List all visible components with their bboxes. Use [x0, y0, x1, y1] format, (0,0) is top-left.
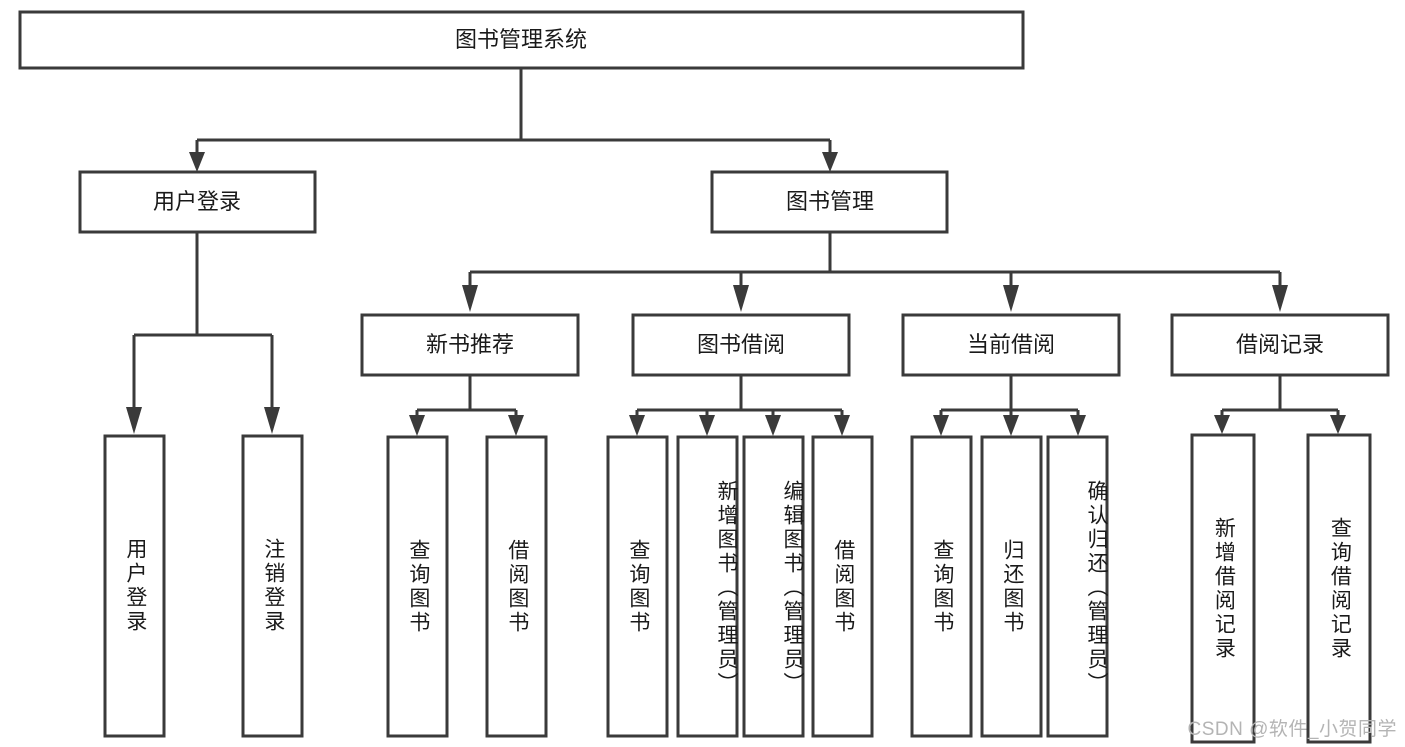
arrow-leaf-borrow-book-1 [508, 415, 524, 436]
node-root[interactable]: 图书管理系统 [18, 10, 1025, 70]
node-user-login[interactable]: 用户登录 [78, 170, 317, 234]
arrow-leaf-user-login [126, 407, 142, 434]
arrow-leaf-confirm-return [1070, 415, 1086, 436]
node-leaf-borrow-book-1-box[interactable] [485, 435, 548, 738]
node-borrow-record[interactable]: 借阅记录 [1170, 313, 1390, 377]
node-new-book-recommend-label: 新书推荐 [426, 332, 514, 357]
arrow-book-manage [822, 152, 838, 172]
arrow-leaf-return-book [1003, 415, 1019, 436]
node-leaf-query-book-2-box[interactable] [606, 435, 669, 738]
arrow-leaf-query-book-1 [409, 415, 425, 436]
node-root-box[interactable] [18, 10, 1025, 70]
node-leaf-add-book-box[interactable] [676, 435, 739, 738]
connector-group [126, 68, 1346, 436]
node-new-book-recommend[interactable]: 新书推荐 [360, 313, 580, 377]
arrow-leaf-query-record [1330, 415, 1346, 434]
node-leaf-return-book-box[interactable] [980, 435, 1043, 738]
node-leaf-edit-book-box[interactable] [742, 435, 805, 738]
arrow-leaf-query-book-3 [933, 415, 949, 436]
node-user-login-label: 用户登录 [153, 189, 241, 214]
node-root-label: 图书管理系统 [455, 27, 587, 52]
node-leaf-query-book-1-box[interactable] [386, 435, 449, 738]
arrow-book-borrow [733, 285, 749, 312]
csdn-watermark: CSDN @软件_小贺同学 [1187, 719, 1397, 740]
node-leaf-add-record-box[interactable] [1190, 433, 1256, 744]
node-book-borrow-box[interactable] [631, 313, 851, 377]
node-book-manage[interactable]: 图书管理 [710, 170, 949, 234]
node-current-borrow-box[interactable] [901, 313, 1121, 377]
arrow-leaf-edit-book [765, 415, 781, 436]
arrow-new-book [462, 285, 478, 312]
node-leaf-confirm-return-box[interactable] [1046, 435, 1109, 738]
node-leaf-borrow-book-2-box[interactable] [811, 435, 874, 738]
arrow-current-borrow [1003, 285, 1019, 312]
node-book-borrow[interactable]: 图书借阅 [631, 313, 851, 377]
node-current-borrow-label: 当前借阅 [967, 332, 1055, 357]
node-leaf-query-record-box[interactable] [1306, 433, 1372, 744]
node-borrow-record-box[interactable] [1170, 313, 1390, 377]
node-user-login-box[interactable] [78, 170, 317, 234]
node-leaf-logout-login-box[interactable] [241, 434, 304, 738]
node-new-book-recommend-box[interactable] [360, 313, 580, 377]
arrow-leaf-query-book-2 [629, 415, 645, 436]
node-book-manage-label: 图书管理 [786, 189, 874, 214]
arrow-leaf-logout-login [264, 407, 280, 434]
arrow-leaf-borrow-book-2 [834, 415, 850, 436]
arrow-user-login [189, 152, 205, 172]
node-book-manage-box[interactable] [710, 170, 949, 234]
arrow-leaf-add-record [1214, 415, 1230, 434]
node-book-borrow-label: 图书借阅 [697, 332, 785, 357]
arrow-borrow-record [1272, 285, 1288, 312]
node-leaf-query-book-3-box[interactable] [910, 435, 973, 738]
node-current-borrow[interactable]: 当前借阅 [901, 313, 1121, 377]
node-borrow-record-label: 借阅记录 [1236, 332, 1324, 357]
node-leaf-user-login-box[interactable] [103, 434, 166, 738]
arrow-leaf-add-book [699, 415, 715, 436]
